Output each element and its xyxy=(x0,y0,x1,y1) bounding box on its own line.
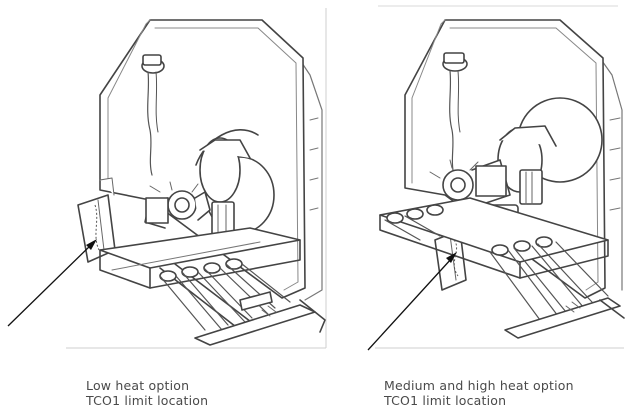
pressure-switch-component xyxy=(141,54,165,176)
low-heat-caption-line2: TCO1 limit location xyxy=(86,393,209,408)
tco1-wire xyxy=(94,204,100,251)
tco1-pointer-arrow-right xyxy=(367,252,457,351)
burner-front-rail-right xyxy=(504,297,621,339)
burner-rack-component xyxy=(99,227,301,289)
burner-tubes xyxy=(159,258,291,331)
burner-tubes-right xyxy=(384,204,609,321)
tco1-pointer-arrow xyxy=(7,239,97,327)
inducer-assembly-component xyxy=(144,181,211,229)
medium-high-heat-caption: Medium and high heat option TCO1 limit l… xyxy=(384,378,574,408)
blower-motor-component-right xyxy=(497,97,603,205)
pressure-switch-component-right xyxy=(442,52,468,176)
tco1-wire-right xyxy=(453,239,459,277)
low-heat-caption-line1: Low heat option xyxy=(86,378,190,393)
low-heat-caption: Low heat option TCO1 limit location xyxy=(86,378,208,408)
medium-high-heat-caption-line2: TCO1 limit location xyxy=(384,393,507,408)
blower-motor-component xyxy=(195,129,275,237)
medium-high-heat-caption-line1: Medium and high heat option xyxy=(384,378,574,393)
